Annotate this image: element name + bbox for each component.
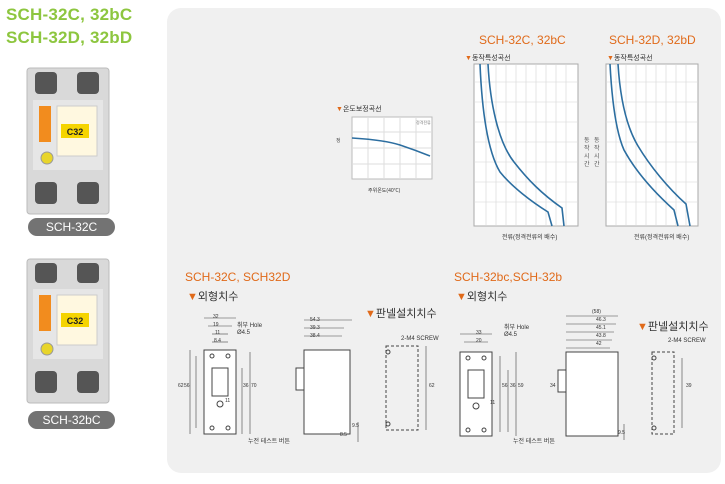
temp-chart-ylabel: 정 — [336, 137, 341, 144]
chart-d-xlabel: 전류(정격전류의 배수) — [634, 235, 690, 241]
dims-left-dim-3: 8.4 — [214, 338, 221, 344]
chart-d-ylabel: 동 — [594, 137, 600, 144]
dims-right-hole: 취부 Hole — [504, 325, 530, 331]
dims-right-dim-7: 56 — [502, 383, 508, 389]
trip-chart-c: 동 작 시 간 — [473, 63, 590, 227]
dims-left-screw: 2-M4 SCREW — [401, 336, 439, 342]
dims-left-drawing — [189, 317, 427, 442]
dims-left-hole: 취부 Hole — [237, 323, 263, 329]
product-label-sch-32bc: SCH-32bC — [28, 411, 115, 429]
svg-text:시: 시 — [584, 153, 590, 160]
dims-right-dim-5: 43.8 — [596, 333, 606, 339]
product-image-sch-32c: C32 — [26, 67, 110, 215]
product-image-sch-32bc: C32 — [26, 258, 110, 404]
svg-text:간: 간 — [584, 160, 590, 168]
product-label-sch-32c: SCH-32C — [28, 218, 115, 236]
chart-d-title: ▼동작특성곡선 — [607, 55, 653, 62]
dims-left-dim-5: 39.3 — [310, 325, 320, 331]
dims-left-dim-13: 9.5 — [352, 423, 359, 429]
dims-left-dim-1: 19 — [213, 322, 219, 328]
dims-right-dim-4: 45.1 — [596, 325, 606, 331]
dims-left-dim-11: 11 — [225, 398, 231, 404]
device-rating-text: C32 — [67, 316, 84, 326]
chart-c-ylabel: 동 — [584, 137, 590, 144]
chart-c-xlabel: 전류(정격전류의 배수) — [502, 235, 558, 241]
dims-left-dim-10: 70 — [251, 383, 257, 389]
dims-left-outline: ▼외형치수 — [187, 291, 239, 303]
dims-left-hole-dia: Ø4.5 — [237, 330, 251, 336]
device-rating-text: C32 — [67, 127, 84, 137]
chart-d-header: SCH-32D, 32bD — [609, 33, 696, 47]
dims-right-dim-1: 20 — [476, 338, 482, 344]
svg-text:정격전류: 정격전류 — [416, 119, 431, 125]
dims-left-dim-12: 8.5 — [340, 432, 347, 438]
dims-left-dim-14: 62 — [429, 383, 435, 389]
svg-text:작: 작 — [594, 145, 600, 152]
dims-right-panel: ▼판넬설치치수 — [637, 321, 709, 333]
dims-left-dim-6: 38.4 — [310, 333, 320, 339]
temp-chart-title: ▼온도보정곡선 — [336, 106, 382, 113]
temp-chart: 정 정격전류 — [336, 116, 433, 180]
dims-right-drawing — [459, 315, 683, 440]
dims-left-dim-8: 56 — [184, 383, 190, 389]
product-title-line1: SCH-32C, 32bC — [6, 5, 133, 24]
dims-right-dim-6: 42 — [596, 341, 602, 347]
dims-right-screw: 2-M4 SCREW — [668, 338, 706, 344]
product-title-line2: SCH-32D, 32bD — [6, 28, 133, 47]
chart-c-title: ▼동작특성곡선 — [465, 55, 511, 62]
dims-right-dim-12: 9.5 — [618, 430, 625, 436]
dims-right-dim-9: 59 — [518, 383, 524, 389]
dims-left-dim-4: 54.3 — [310, 317, 320, 323]
dims-right-header: SCH-32bc,SCH-32b — [454, 270, 563, 284]
dims-left-dim-2: 11 — [215, 330, 221, 336]
dims-right-test: 누전 테스트 버튼 — [513, 439, 555, 445]
dims-right-dim-0: 33 — [476, 330, 482, 336]
dims-right-dim-8: 36 — [510, 383, 516, 389]
svg-text:시: 시 — [594, 153, 600, 160]
dims-right-dim-11: 11 — [490, 400, 496, 406]
dims-right-dim-3: 46.3 — [596, 317, 606, 323]
dims-right-outline: ▼외형치수 — [456, 291, 508, 303]
dims-left-test: 누전 테스트 버튼 — [248, 439, 290, 445]
dims-left-dim-9: 36 — [243, 383, 249, 389]
chart-c-header: SCH-32C, 32bC — [479, 33, 566, 47]
dims-right-dim-10: 34 — [550, 383, 556, 389]
dims-right-dim-2: (58) — [592, 309, 601, 315]
temp-chart-xlabel: 주위온도(40℃) — [368, 188, 401, 194]
trip-chart-d: 동 작 시 간 — [594, 63, 699, 227]
dims-left-dim-0: 32 — [213, 314, 219, 320]
dims-left-dim-7: 62 — [178, 383, 184, 389]
svg-text:작: 작 — [584, 145, 590, 152]
svg-text:간: 간 — [594, 160, 600, 168]
dims-left-header: SCH-32C, SCH32D — [185, 270, 291, 284]
dims-left-panel: ▼판넬설치치수 — [365, 308, 437, 320]
dims-right-dim-13: 39 — [686, 383, 692, 389]
dims-right-hole-dia: Ø4.5 — [504, 332, 518, 338]
